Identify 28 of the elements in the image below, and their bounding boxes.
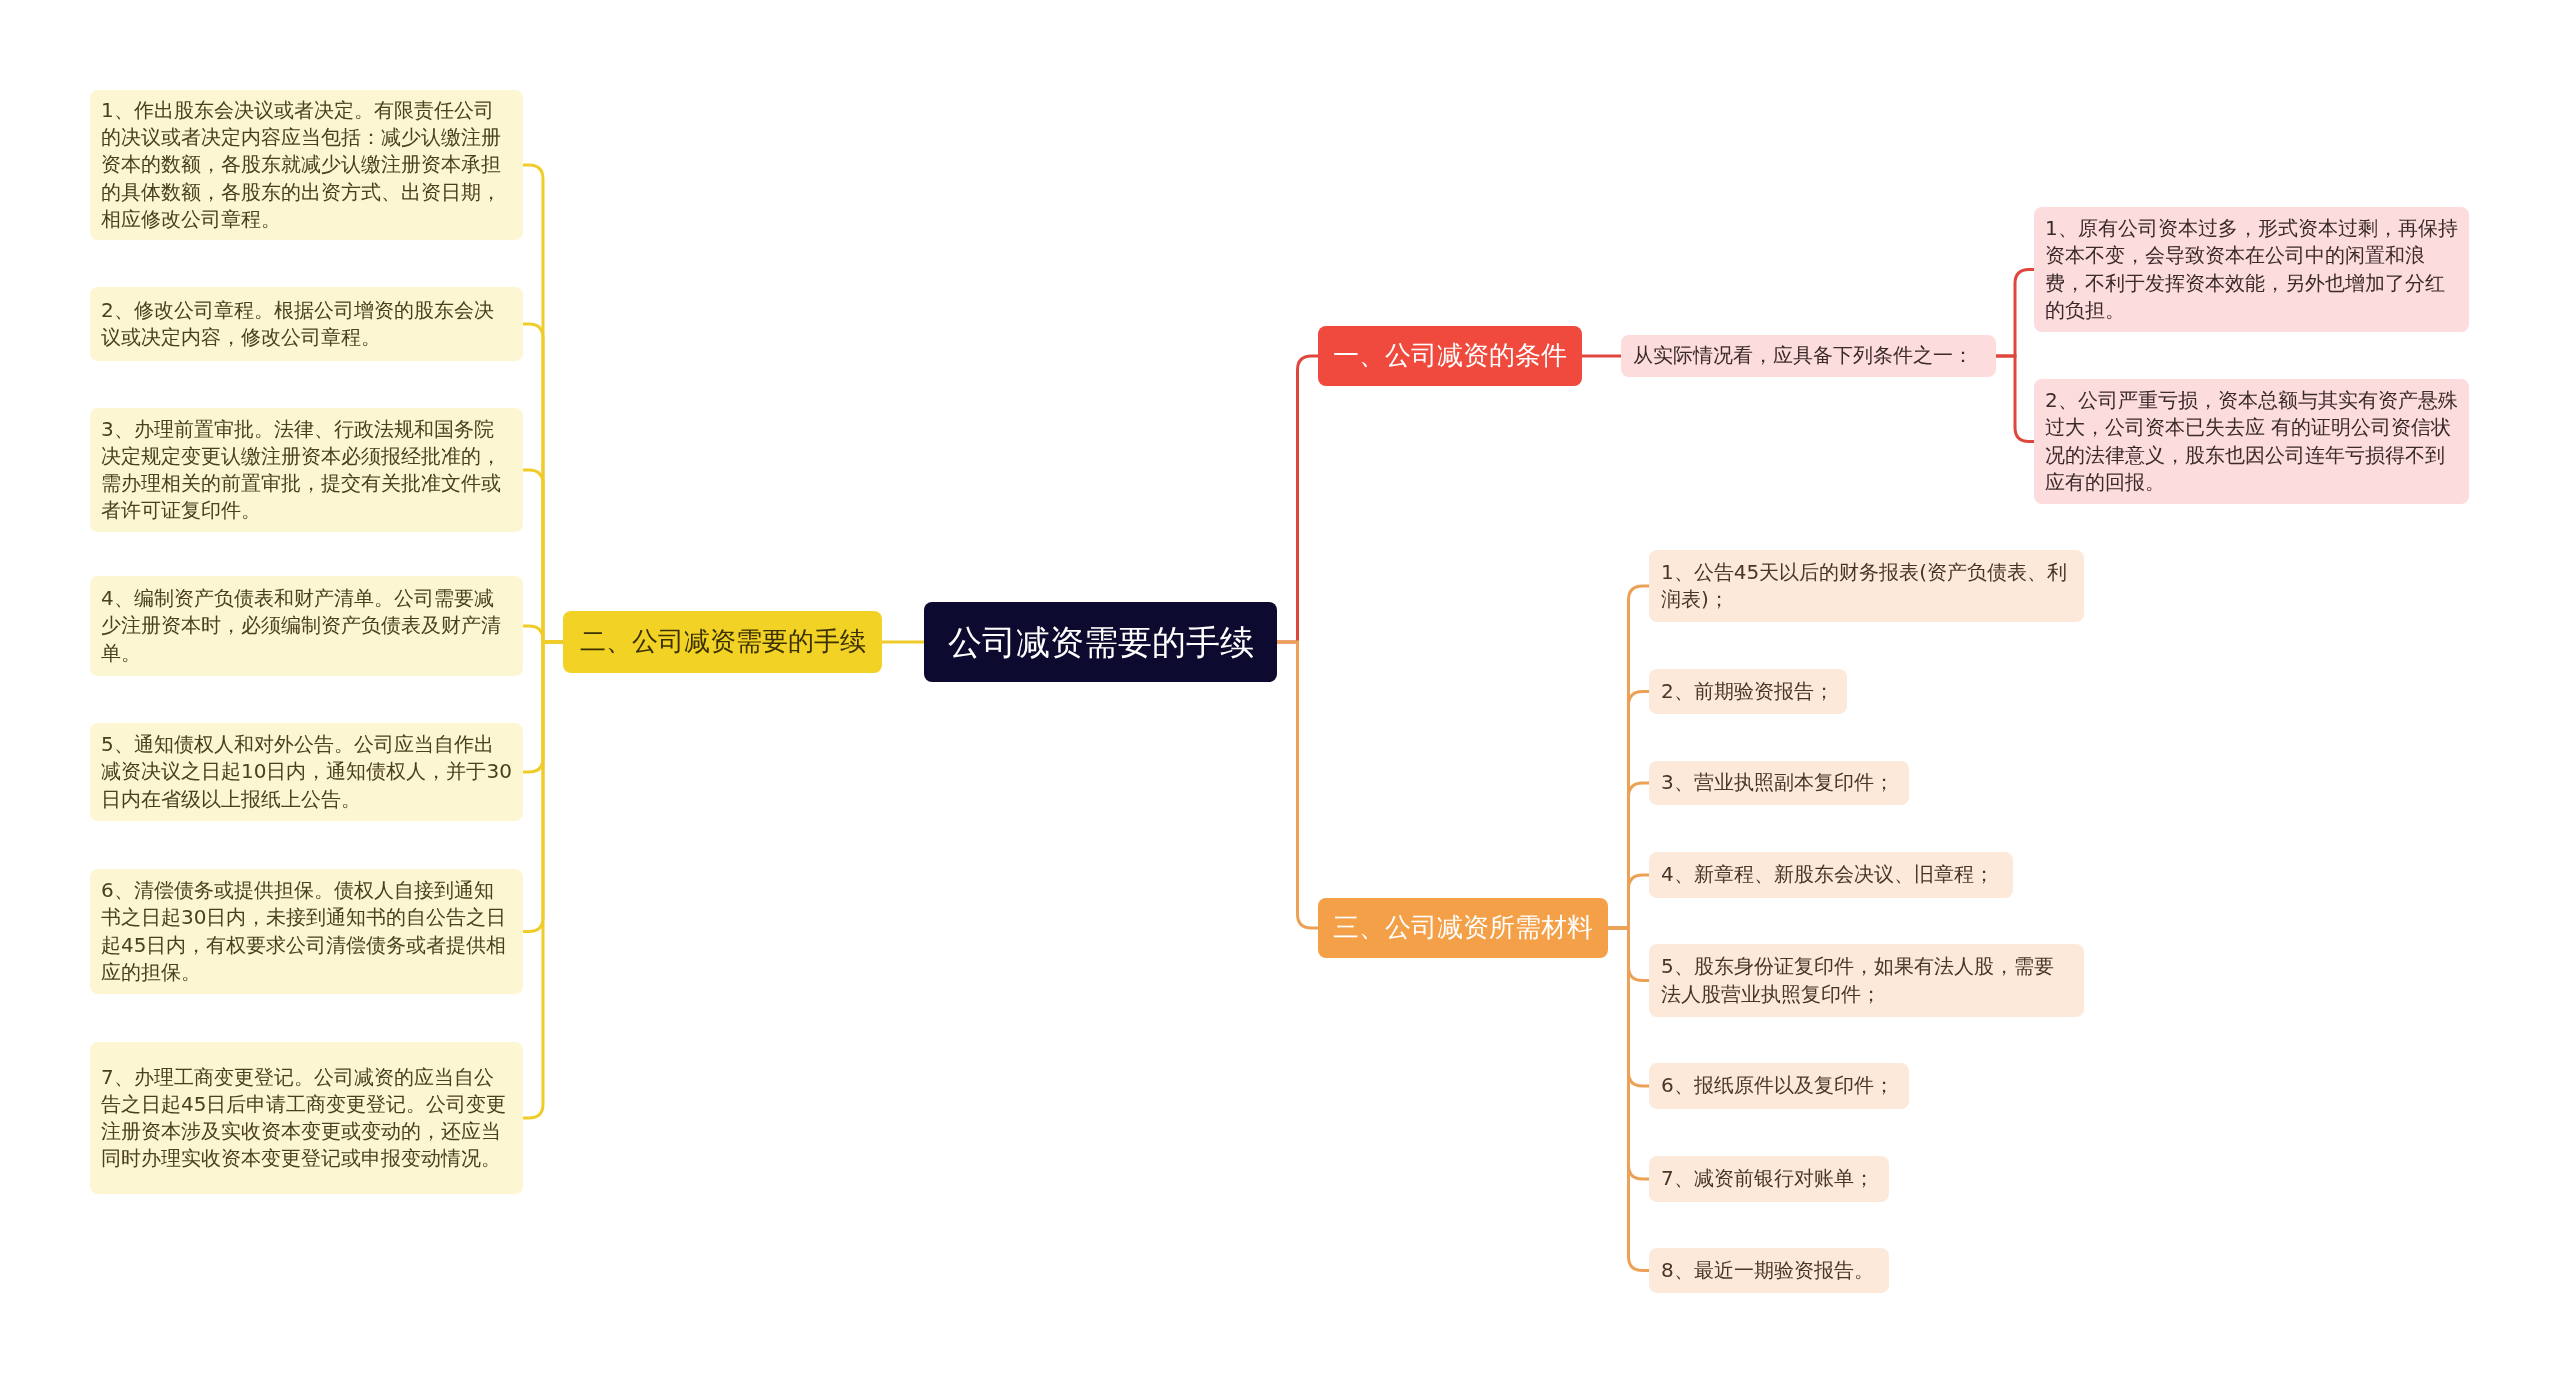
connector-line bbox=[882, 640, 924, 644]
topic-box: 二、公司减资需要的手续 bbox=[563, 611, 882, 673]
detail-box: 2、前期验资报告； bbox=[1649, 669, 1847, 714]
detail-box: 5、通知债权人和对外公告。公司应当自作出减资决议之日起10日内，通知债权人，并于30日内在省级以上报纸上公告。 bbox=[90, 723, 523, 821]
detail-box: 1、公告45天以后的财务报表(资产负债表、利润表)； bbox=[1649, 550, 2084, 622]
detail-box: 6、报纸原件以及复印件； bbox=[1649, 1063, 1909, 1109]
detail-box: 1、作出股东会决议或者决定。有限责任公司的决议或者决定内容应当包括：减少认缴注册资本的数额，各股东就减少认缴注册资本承担的具体数额，各股东的出资方式、出资日期，相应修改公司章程。 bbox=[90, 90, 523, 240]
connector-line bbox=[1582, 354, 1621, 358]
connector-line bbox=[1996, 354, 2034, 443]
detail-box: 3、营业执照副本复印件； bbox=[1649, 761, 1909, 805]
detail-box: 1、原有公司资本过多，形式资本过剩，再保持资本不变，会导致资本在公司中的闲置和浪费，不利于发挥资本效能，另外也增加了分红的负担。 bbox=[2034, 207, 2469, 332]
connector-line bbox=[1608, 926, 1649, 1272]
connector-line bbox=[523, 640, 563, 1120]
detail-box: 6、清偿债务或提供担保。债权人自接到通知书之日起30日内，未接到通知书的自公告之日起45日内，有权要求公司清偿债务或者提供相应的担保。 bbox=[90, 869, 523, 994]
detail-box: 3、办理前置审批。法律、行政法规和国务院决定规定变更认缴注册资本必须报经批准的，需办理相关的前置审批，提交有关批准文件或者许可证复印件。 bbox=[90, 408, 523, 532]
detail-box: 8、最近一期验资报告。 bbox=[1649, 1248, 1889, 1293]
detail-box: 7、办理工商变更登记。公司减资的应当自公告之日起45日后申请工商变更登记。公司变更注册资本涉及实收资本变更或变动的，还应当同时办理实收资本变更登记或申报变动情况。 bbox=[90, 1042, 523, 1194]
detail-box: 7、减资前银行对账单； bbox=[1649, 1156, 1889, 1202]
detail-box: 2、公司严重亏损，资本总额与其实有资产悬殊过大，公司资本已失去应 有的证明公司资信状况的法律意义，股东也因公司连年亏损得不到应有的回报。 bbox=[2034, 379, 2469, 504]
connector-line bbox=[1277, 640, 1318, 930]
topic-box: 一、公司减资的条件 bbox=[1318, 326, 1582, 386]
topic-box: 三、公司减资所需材料 bbox=[1318, 898, 1608, 958]
root-topic-box: 公司减资需要的手续 bbox=[924, 602, 1277, 682]
detail-box: 4、编制资产负债表和财产清单。公司需要减少注册资本时，必须编制资产负债表及财产清单。 bbox=[90, 576, 523, 676]
detail-box: 2、修改公司章程。根据公司增资的股东会决议或决定内容，修改公司章程。 bbox=[90, 287, 523, 361]
detail-box: 5、股东身份证复印件，如果有法人股，需要法人股营业执照复印件； bbox=[1649, 944, 2084, 1017]
subtopic-box: 从实际情况看，应具备下列条件之一： bbox=[1621, 335, 1996, 377]
detail-box: 4、新章程、新股东会决议、旧章程； bbox=[1649, 852, 2013, 898]
